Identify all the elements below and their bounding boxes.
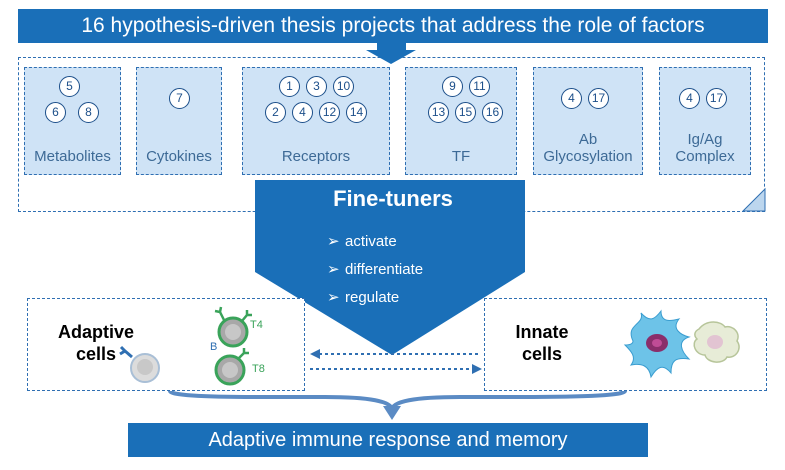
category-cytokines: 7 Cytokines (136, 67, 222, 175)
down-arrow-top (366, 42, 416, 64)
category-metabolites: 5 6 8 Metabolites (24, 67, 121, 175)
category-receptors: 1 3 10 2 4 12 14 Receptors (242, 67, 390, 175)
project-number: 17 (588, 88, 609, 109)
bullet-activate: ➢ activate (327, 232, 397, 250)
fine-tuners-funnel (255, 180, 525, 355)
fine-tuners-title: Fine-tuners (333, 186, 453, 211)
panel-fold-corner (741, 187, 766, 212)
project-number: 8 (78, 102, 99, 123)
bullet-differentiate: ➢ differentiate (327, 260, 423, 278)
project-number: 17 (706, 88, 727, 109)
top-banner: 16 hypothesis-driven thesis projects tha… (18, 9, 768, 43)
project-number: 6 (45, 102, 66, 123)
bullet-regulate: ➢ regulate (327, 288, 399, 306)
macrophage-icon (693, 321, 740, 363)
category-label-line: Ig/Ag (687, 131, 723, 148)
project-number: 2 (265, 102, 286, 123)
project-number: 3 (306, 76, 327, 97)
bullet-text: differentiate (345, 261, 424, 278)
category-label: Metabolites (34, 148, 111, 165)
title-line: cells (521, 344, 563, 364)
innate-cells-panel: Innate cells (484, 298, 767, 391)
bullet-text: regulate (345, 289, 400, 306)
b-cell-label: B (210, 341, 218, 353)
category-label-line: Ab (578, 131, 598, 148)
t4-cell-icon (214, 306, 252, 348)
category-ab-glycosylation: 4 17 Ab Glycosylation (533, 67, 643, 175)
project-number: 9 (442, 76, 463, 97)
t4-cell-label: T4 (250, 319, 263, 331)
category-label: Ig/Ag Complex (660, 131, 750, 165)
dendritic-cell-icon (623, 309, 691, 379)
category-label: Ab Glycosylation (534, 131, 642, 165)
category-tf: 9 11 13 15 16 TF (405, 67, 517, 175)
category-label: TF (451, 148, 471, 165)
t8-cell-label: T8 (252, 363, 265, 375)
category-label-line: Glycosylation (543, 148, 633, 165)
adaptive-cells-title: Adaptive cells (46, 321, 146, 365)
project-number: 14 (346, 102, 367, 123)
category-label: Cytokines (146, 148, 212, 165)
innate-cells-illustration (623, 309, 740, 379)
project-number: 7 (169, 88, 190, 109)
project-number: 13 (428, 102, 449, 123)
title-line: Adaptive (57, 322, 135, 342)
project-number: 15 (455, 102, 476, 123)
category-label: Receptors (281, 148, 351, 165)
project-number: 11 (469, 76, 490, 97)
project-number: 1 (279, 76, 300, 97)
t8-cell-icon (214, 348, 249, 386)
project-number: 12 (319, 102, 340, 123)
arrow-bullet-icon: ➢ (327, 233, 340, 250)
bottom-banner: Adaptive immune response and memory (128, 423, 648, 457)
adaptive-cells-panel: Adaptive cells B T4 T8 (27, 298, 305, 391)
project-number: 4 (679, 88, 700, 109)
project-number: 4 (561, 88, 582, 109)
arrow-bullet-icon: ➢ (327, 261, 340, 278)
bullet-text: activate (345, 233, 397, 250)
project-number: 16 (482, 102, 503, 123)
title-line: cells (75, 344, 117, 364)
adaptive-cells-illustration (119, 306, 252, 386)
arrow-bullet-icon: ➢ (327, 289, 340, 306)
b-cell-icon (119, 345, 160, 383)
project-number: 10 (333, 76, 354, 97)
innate-cells-title: Innate cells (507, 321, 577, 365)
project-number: 5 (59, 76, 80, 97)
category-label-line: Complex (675, 148, 735, 165)
category-ig-ag-complex: 4 17 Ig/Ag Complex (659, 67, 751, 175)
project-number: 4 (292, 102, 313, 123)
title-line: Innate (515, 322, 569, 342)
